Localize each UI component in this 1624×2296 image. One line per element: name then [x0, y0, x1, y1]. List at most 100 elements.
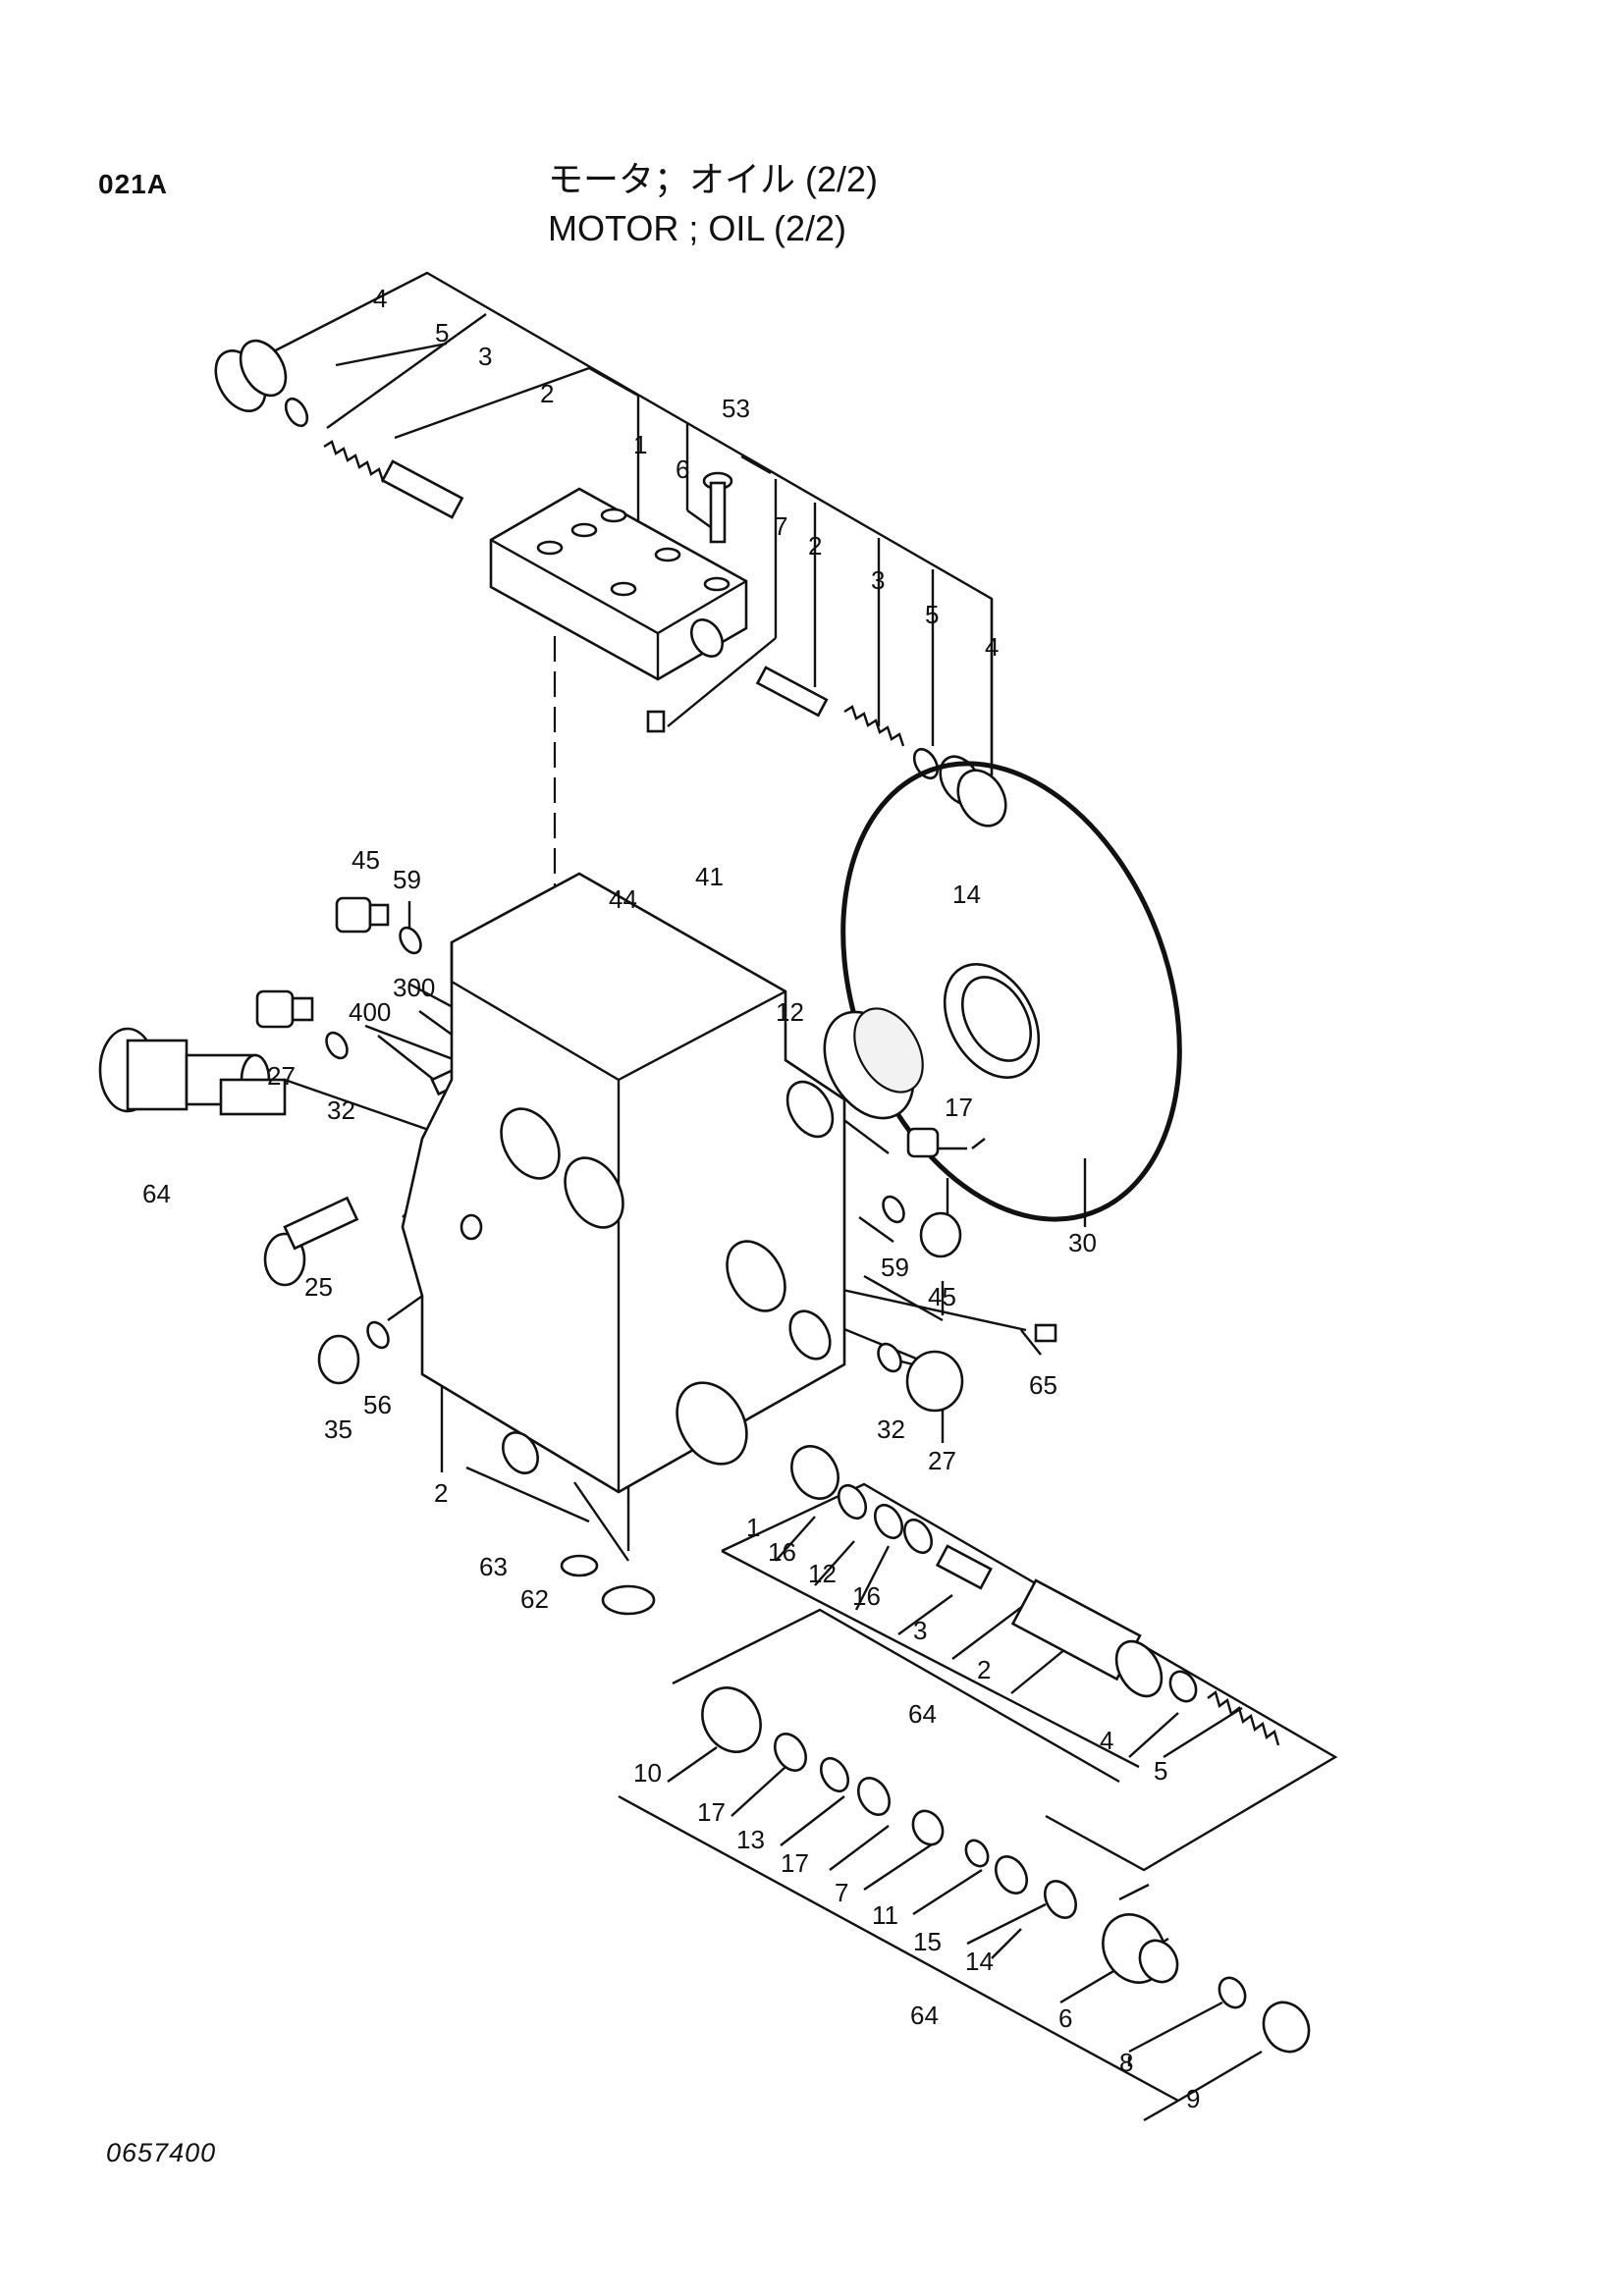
plug-small	[646, 710, 666, 733]
o-ring	[284, 397, 309, 428]
o-ring	[877, 1342, 902, 1373]
callout: 14	[965, 1947, 994, 1976]
callout: 14	[952, 880, 981, 909]
plug-45-left	[335, 896, 390, 934]
o-ring	[366, 1320, 390, 1350]
page-code: 021A	[98, 169, 168, 199]
o-ring	[601, 1584, 656, 1616]
callout: 59	[881, 1253, 909, 1282]
callout-labels: 4 5 3 2 1 53 6 7 2 3 5 4 45 59 44 41 14 …	[142, 284, 1200, 2113]
callout: 44	[609, 884, 637, 914]
callout: 300	[393, 973, 435, 1002]
callout: 65	[1029, 1370, 1057, 1400]
callout: 16	[852, 1581, 881, 1611]
page-title: モータ；オイル (2/2) MOTOR ; OIL (2/2)	[548, 155, 878, 253]
callout: 8	[1119, 2048, 1133, 2077]
washer	[773, 1733, 808, 1772]
callout: 41	[695, 862, 724, 891]
callout: 15	[913, 1927, 942, 1956]
plug-6	[1102, 1913, 1179, 1984]
callout: 11	[872, 1900, 898, 1930]
callout: 27	[928, 1446, 956, 1475]
o-ring	[964, 1839, 990, 1868]
washer	[902, 1518, 934, 1555]
washer	[856, 1777, 892, 1816]
callout: 53	[722, 394, 750, 423]
bolt-25	[263, 1196, 359, 1287]
plug-27-left	[255, 989, 314, 1029]
callout: 400	[349, 997, 391, 1027]
plug-45-right	[919, 1211, 962, 1258]
callout: 62	[520, 1584, 549, 1614]
plug-65	[1034, 1323, 1057, 1343]
callout: 12	[776, 997, 804, 1027]
ring-14	[943, 963, 1041, 1079]
callout: 2	[977, 1655, 991, 1684]
callout: 1	[746, 1513, 760, 1542]
callout: 17	[781, 1848, 809, 1878]
callout: 4	[1100, 1726, 1113, 1755]
washer	[994, 1855, 1029, 1895]
o-ring	[882, 1195, 905, 1224]
o-ring	[560, 1554, 599, 1577]
callout: 59	[393, 865, 421, 894]
valve-block-top	[489, 487, 748, 681]
callout: 30	[1068, 1228, 1097, 1257]
callout: 2	[434, 1478, 448, 1508]
callout: 64	[142, 1179, 171, 1208]
plug	[790, 1445, 839, 1500]
nut-9	[1262, 2001, 1311, 2054]
poppet	[935, 1544, 993, 1590]
bolt-top	[702, 471, 733, 544]
screw-8	[1218, 1976, 1247, 2009]
callout: 25	[304, 1272, 333, 1302]
title-english: MOTOR ; OIL (2/2)	[548, 208, 847, 248]
callout: 16	[768, 1537, 796, 1567]
callout: 13	[736, 1825, 765, 1854]
callout: 64	[910, 2001, 939, 2030]
washer	[837, 1483, 868, 1521]
plug-27-right	[905, 1350, 964, 1413]
callout: 10	[633, 1758, 662, 1788]
relief-valve-64	[98, 1027, 287, 1116]
o-ring	[1043, 1880, 1078, 1919]
motor-housing	[401, 872, 846, 1494]
poppet	[755, 666, 829, 718]
callout: 17	[697, 1797, 726, 1827]
callout: 45	[928, 1282, 956, 1311]
plug-35	[317, 1334, 360, 1385]
o-ring	[325, 1031, 349, 1060]
plug-17	[906, 1127, 940, 1158]
callout: 56	[363, 1390, 392, 1419]
callout: 64	[908, 1699, 937, 1729]
poppet-7	[911, 1809, 945, 1846]
callout: 4	[373, 284, 387, 313]
o-ring	[873, 1503, 904, 1540]
callout: 2	[808, 531, 822, 561]
callout: 5	[435, 318, 449, 347]
callout: 9	[1186, 2084, 1200, 2113]
callout: 5	[925, 600, 939, 629]
callout: 1	[633, 430, 647, 459]
callout: 3	[478, 342, 492, 371]
callout: 5	[1154, 1756, 1167, 1786]
callout: 63	[479, 1552, 508, 1581]
callout: 6	[1058, 2003, 1072, 2033]
callout: 6	[676, 454, 689, 484]
callout: 32	[877, 1415, 905, 1444]
parts	[98, 339, 1311, 2054]
callout: 27	[267, 1061, 296, 1091]
callout: 32	[327, 1095, 355, 1125]
callout: 7	[774, 511, 787, 541]
callout: 3	[913, 1616, 927, 1645]
spring	[1207, 1689, 1280, 1746]
needle-bearing	[823, 1007, 924, 1120]
callout: 7	[835, 1878, 848, 1907]
callout: 17	[945, 1093, 973, 1122]
o-ring	[819, 1756, 850, 1793]
callout: 35	[324, 1415, 352, 1444]
callout: 4	[985, 632, 999, 662]
title-japanese: モータ；オイル (2/2)	[548, 159, 879, 199]
callout: 2	[540, 379, 554, 408]
